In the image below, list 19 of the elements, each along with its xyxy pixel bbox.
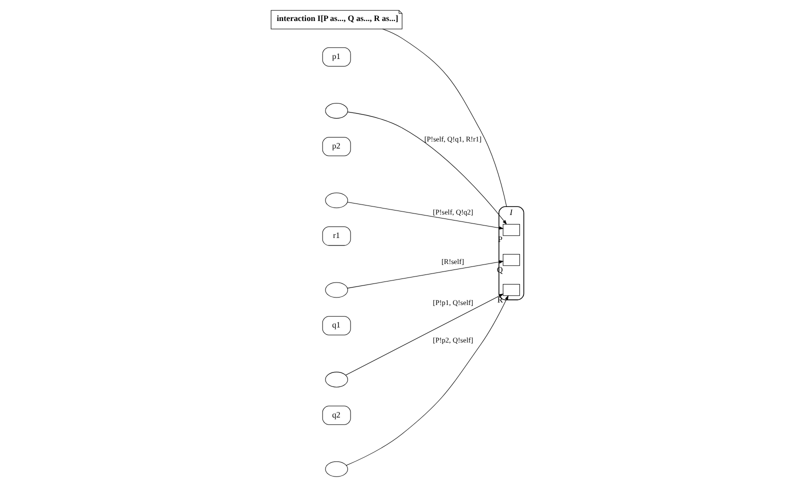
node-ellipse — [324, 282, 348, 298]
node-box: p1 — [322, 47, 350, 67]
node-box: q1 — [322, 316, 350, 336]
node-box: p2 — [322, 136, 350, 156]
node-ellipse — [324, 372, 348, 388]
arrow — [344, 294, 504, 376]
arrow — [346, 112, 506, 225]
arrow — [346, 202, 504, 230]
node-ellipse — [324, 192, 348, 208]
arrow — [346, 295, 508, 466]
arrow — [346, 260, 504, 288]
node-box — [502, 254, 520, 266]
node-box: r1 — [322, 226, 350, 246]
node-box — [502, 224, 520, 236]
node-ellipse — [324, 461, 348, 477]
connector — [382, 28, 506, 207]
node-ellipse — [324, 103, 348, 119]
node-box: q2 — [322, 406, 350, 425]
node-box — [502, 284, 520, 296]
